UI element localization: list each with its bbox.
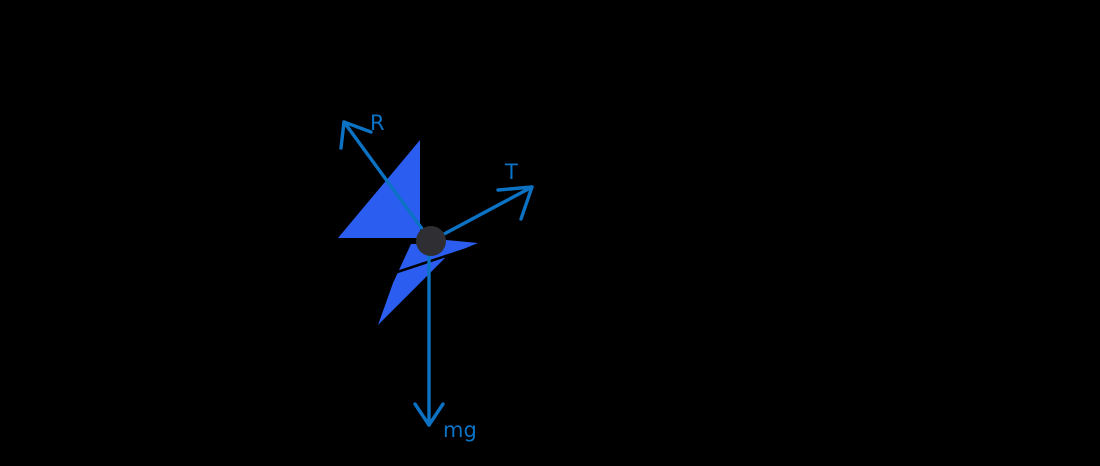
weight-force-vector — [413, 253, 445, 427]
upper-vane — [338, 140, 420, 238]
weight-force-vector-arrowhead-icon — [413, 402, 445, 427]
reaction-force-vector-label: R — [370, 111, 385, 135]
force-vectors-group — [339, 120, 534, 427]
tension-force-vector-arrowhead-icon — [496, 185, 534, 221]
reaction-force-vector-shaft — [342, 120, 433, 243]
support-rod — [368, 248, 466, 283]
reaction-force-vector-arrowhead-icon — [339, 120, 373, 150]
pivot-mass — [416, 226, 446, 256]
reaction-force-vector — [339, 120, 433, 243]
tension-force-vector — [429, 185, 534, 243]
tension-force-vector-label: T — [504, 160, 518, 184]
force-labels-group: R Tmg — [370, 111, 518, 442]
tension-force-vector-shaft — [429, 185, 534, 243]
weight-force-vector-label: mg — [443, 418, 477, 442]
